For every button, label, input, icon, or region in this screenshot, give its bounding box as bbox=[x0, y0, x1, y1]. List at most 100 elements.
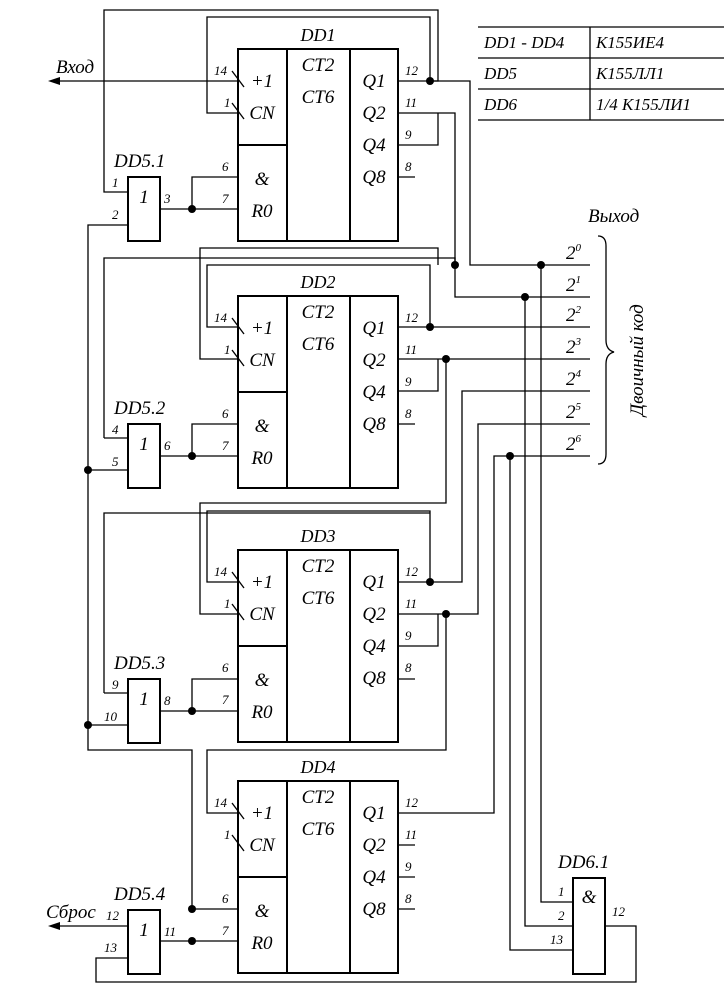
pin-11: 11 bbox=[405, 596, 417, 611]
pin-9: 9 bbox=[405, 127, 412, 142]
q1-label: Q1 bbox=[362, 572, 385, 593]
pin-cn-label: CN bbox=[249, 103, 276, 124]
or-gate-pin-b: 2 bbox=[112, 207, 119, 222]
ct2-label: CT2 bbox=[302, 787, 335, 808]
output-bit-1: 21 bbox=[566, 274, 581, 296]
and-label: & bbox=[255, 901, 270, 922]
counter-name: DD3 bbox=[300, 526, 336, 546]
q8-label: Q8 bbox=[362, 414, 386, 435]
counter-name: DD4 bbox=[300, 757, 336, 777]
or-gate-pin-b: 10 bbox=[104, 709, 118, 724]
output-label: Выход bbox=[588, 206, 639, 227]
or-gate-pin-out: 3 bbox=[163, 191, 171, 206]
or-gate-pin-a: 1 bbox=[112, 175, 119, 190]
pin-plus1-label: +1 bbox=[251, 572, 273, 593]
or-gate-name: DD5.2 bbox=[113, 398, 166, 419]
ct2-label: CT2 bbox=[302, 55, 335, 76]
or-gate-pin-b: 13 bbox=[104, 940, 118, 955]
pin-6: 6 bbox=[222, 660, 229, 675]
pin-8: 8 bbox=[405, 891, 412, 906]
ct6-label: CT6 bbox=[302, 819, 335, 840]
q2-label: Q2 bbox=[362, 835, 386, 856]
or-gate-symbol: 1 bbox=[139, 187, 149, 208]
and-label: & bbox=[255, 416, 270, 437]
or-gate-pin-out: 11 bbox=[164, 924, 176, 939]
or-gate-pin-a: 4 bbox=[112, 422, 119, 437]
and-gate-symbol: & bbox=[582, 887, 597, 908]
table-row-2-left: DD5 bbox=[483, 64, 517, 83]
output-bit-0: 20 bbox=[566, 242, 582, 264]
pin-11: 11 bbox=[405, 342, 417, 357]
or-gate-pin-b: 5 bbox=[112, 454, 119, 469]
input-label: Вход bbox=[56, 57, 94, 78]
and-label: & bbox=[255, 670, 270, 691]
or-gate-symbol: 1 bbox=[139, 920, 149, 941]
pin-9: 9 bbox=[405, 374, 412, 389]
output-brace bbox=[597, 235, 615, 465]
or-gate-pin-a: 12 bbox=[106, 908, 120, 923]
pin-1: 1 bbox=[224, 342, 231, 357]
pin-8: 8 bbox=[405, 159, 412, 174]
table-row-1-left: DD1 - DD4 bbox=[483, 33, 565, 52]
or-gate-name: DD5.3 bbox=[113, 653, 165, 674]
q4-label: Q4 bbox=[362, 867, 386, 888]
pin-14: 14 bbox=[214, 564, 228, 579]
or-gate-symbol: 1 bbox=[139, 434, 149, 455]
q4-label: Q4 bbox=[362, 636, 386, 657]
output-bit-3: 23 bbox=[566, 336, 582, 358]
parts-table: DD1 - DD4 К155ИЕ4 DD5 К155ЛЛ1 DD6 1/4 К1… bbox=[478, 26, 724, 121]
ct6-label: CT6 bbox=[302, 588, 335, 609]
counter-chips: DD1+1CN&R0CT2CT6Q1Q2Q4Q814167121198DD2+1… bbox=[214, 25, 419, 974]
binary-code-label: Двоичный код bbox=[627, 304, 648, 418]
and-gate-dd6: & DD6.1 1 2 13 12 bbox=[550, 852, 626, 975]
q1-label: Q1 bbox=[362, 318, 385, 339]
or-gate-symbol: 1 bbox=[139, 689, 149, 710]
pin-1: 1 bbox=[224, 596, 231, 611]
pin-6: 6 bbox=[222, 891, 229, 906]
table-row-3-left: DD6 bbox=[483, 95, 518, 114]
table-row-1-right: К155ИЕ4 bbox=[595, 33, 664, 52]
pin-14: 14 bbox=[214, 310, 228, 325]
q8-label: Q8 bbox=[362, 668, 386, 689]
pin-12: 12 bbox=[405, 310, 419, 325]
or-gate-dd5-2: 1 DD5.2 4 5 6 bbox=[112, 398, 171, 489]
reset-label: Сброс bbox=[46, 902, 96, 923]
pin-14: 14 bbox=[214, 63, 228, 78]
pin-cn-label: CN bbox=[249, 350, 276, 371]
pin-12: 12 bbox=[405, 795, 419, 810]
pin-plus1-label: +1 bbox=[251, 318, 273, 339]
table-row-2-right: К155ЛЛ1 bbox=[595, 64, 664, 83]
pin-r0-label: R0 bbox=[250, 702, 273, 723]
and-gate-pin-2: 2 bbox=[558, 908, 565, 923]
q4-label: Q4 bbox=[362, 135, 386, 156]
pin-1: 1 bbox=[224, 95, 231, 110]
pin-12: 12 bbox=[405, 63, 419, 78]
q2-label: Q2 bbox=[362, 103, 386, 124]
counter-name: DD2 bbox=[300, 272, 336, 292]
and-gate-pin-13: 13 bbox=[550, 932, 564, 947]
pin-r0-label: R0 bbox=[250, 201, 273, 222]
q1-label: Q1 bbox=[362, 71, 385, 92]
pin-7: 7 bbox=[222, 438, 229, 453]
pin-1: 1 bbox=[224, 827, 231, 842]
ct6-label: CT6 bbox=[302, 334, 335, 355]
pin-r0-label: R0 bbox=[250, 933, 273, 954]
output-bit-2: 22 bbox=[566, 304, 582, 326]
or-gate-name: DD5.4 bbox=[113, 884, 166, 905]
pin-11: 11 bbox=[405, 827, 417, 842]
or-gate-pin-out: 6 bbox=[164, 438, 171, 453]
q8-label: Q8 bbox=[362, 899, 386, 920]
pin-plus1-label: +1 bbox=[251, 71, 273, 92]
q1-label: Q1 bbox=[362, 803, 385, 824]
ct2-label: CT2 bbox=[302, 556, 335, 577]
pin-8: 8 bbox=[405, 406, 412, 421]
table-row-3-right: 1/4 К155ЛИ1 bbox=[596, 95, 691, 114]
